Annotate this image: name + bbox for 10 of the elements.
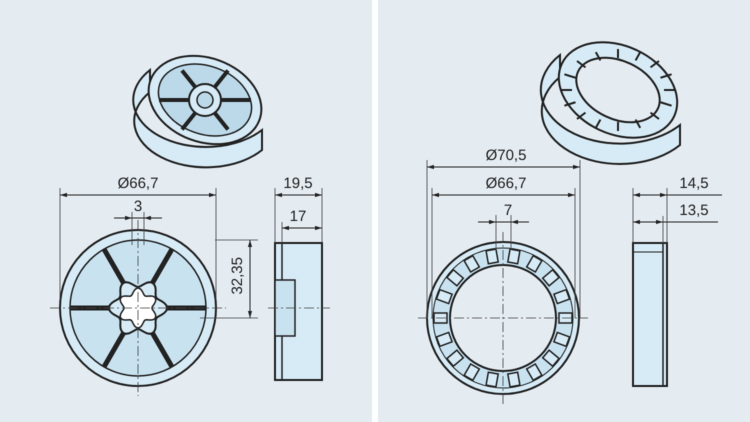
dimension-value: Ø70,5 (486, 148, 526, 164)
dimension-value: 17 (290, 209, 306, 225)
dimension-value: 3 (134, 199, 142, 215)
dimension-value: 19,5 (283, 176, 313, 192)
dimension-value: Ø66,7 (486, 176, 526, 192)
dimension-value: 7 (504, 203, 512, 219)
dimension-value: 13,5 (679, 203, 709, 219)
dimension-value: Ø66,7 (118, 176, 158, 192)
dimension-value: 14,5 (679, 176, 709, 192)
dimension-value: 32,35 (230, 257, 246, 295)
